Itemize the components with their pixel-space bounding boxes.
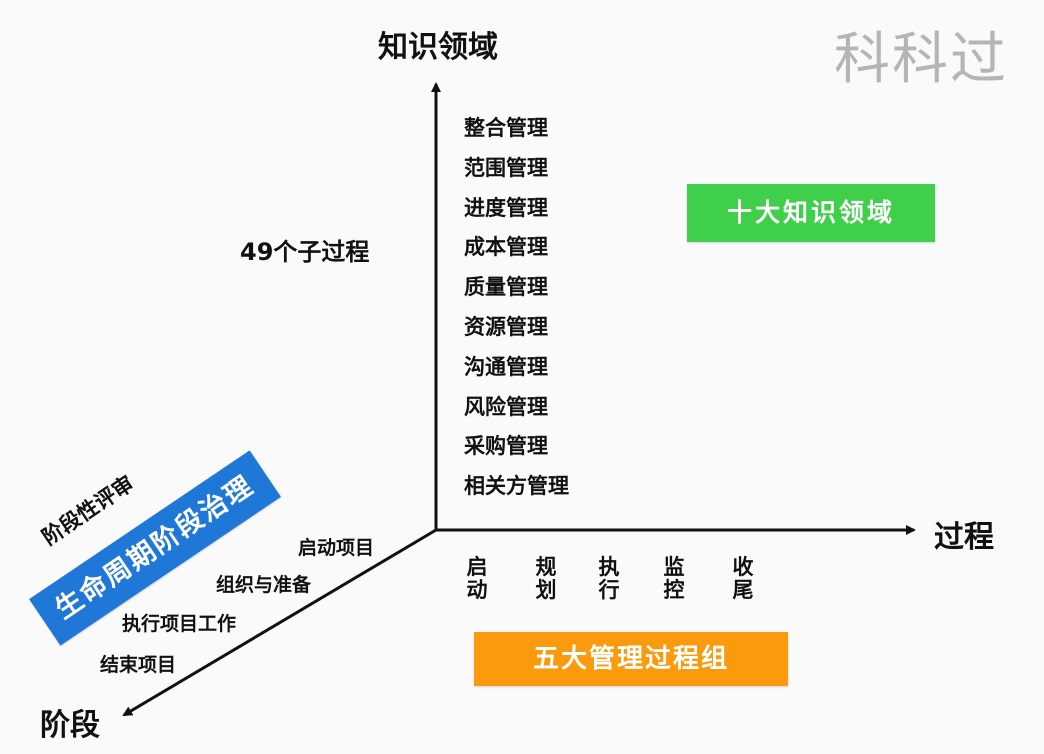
- knowledge-area-item: 质量管理: [464, 275, 548, 300]
- process-group-label: 规划: [535, 555, 557, 602]
- ten-knowledge-areas-box: 十大知识领域: [687, 184, 935, 242]
- process-group-label: 监控: [663, 555, 685, 602]
- knowledge-area-item: 相关方管理: [464, 474, 569, 499]
- diagonal-axis: [122, 528, 437, 717]
- five-process-groups-box: 五大管理过程组: [474, 632, 788, 686]
- subprocess-count-label: 49个子过程: [240, 238, 370, 266]
- diagonal-axis-label: 阶段: [40, 708, 100, 743]
- knowledge-area-item: 成本管理: [464, 235, 548, 260]
- watermark: 科科过: [834, 27, 1008, 92]
- process-group-label: 执行: [598, 555, 620, 602]
- vertical-axis-label: 知识领域: [378, 30, 498, 65]
- knowledge-area-item: 资源管理: [464, 314, 548, 339]
- stage-label: 组织与准备: [216, 574, 312, 596]
- process-group-label: 启动: [466, 555, 488, 602]
- horizontal-axis-label: 过程: [934, 520, 994, 555]
- stage-label: 执行项目工作: [122, 613, 237, 635]
- knowledge-area-item: 采购管理: [464, 434, 548, 459]
- knowledge-area-item: 整合管理: [464, 116, 548, 140]
- knowledge-area-list: 整合管理 范围管理 进度管理 成本管理 质量管理 资源管理 沟通管理 风险管理 …: [464, 110, 569, 508]
- knowledge-area-item: 进度管理: [464, 195, 548, 220]
- knowledge-area-item: 范围管理: [464, 155, 548, 180]
- stage-label: 结束项目: [100, 654, 177, 676]
- knowledge-area-item: 风险管理: [464, 394, 548, 419]
- stage-label: 启动项目: [298, 537, 375, 559]
- knowledge-area-item: 沟通管理: [464, 354, 548, 379]
- process-group-label: 收尾: [732, 555, 754, 602]
